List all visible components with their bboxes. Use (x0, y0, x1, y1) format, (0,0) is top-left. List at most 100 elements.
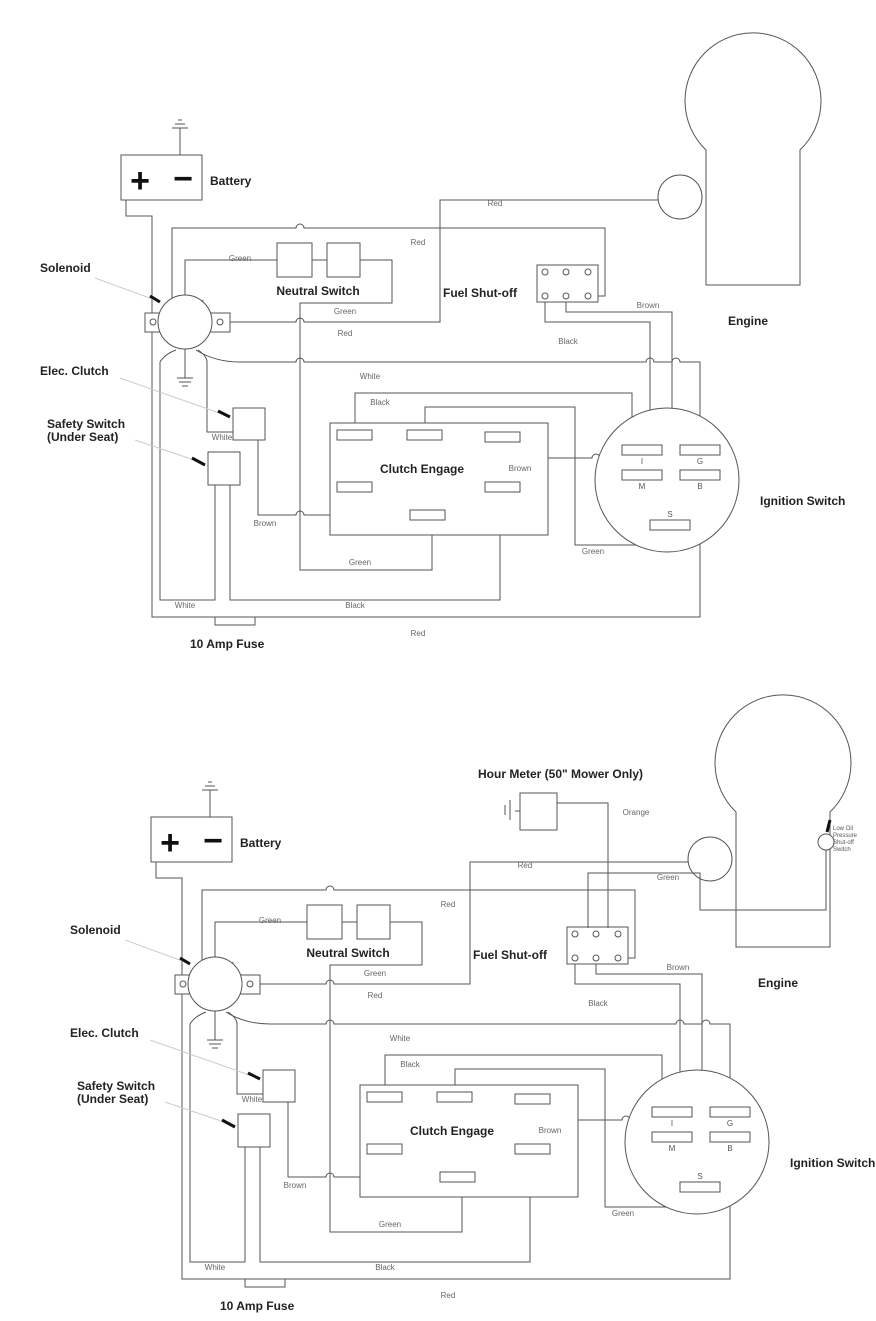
wire-color-label: Green (334, 307, 356, 316)
battery-ground-icon (202, 781, 218, 817)
fuel-shutoff-terminal (592, 954, 600, 962)
wire-color-label: Red (441, 900, 456, 909)
neutral-switch-label: Neutral Switch (276, 284, 359, 298)
red-wire-solenoid-fuel-shutoff (201, 885, 636, 962)
solenoid (157, 294, 213, 350)
ignition-terminal-label: S (667, 510, 672, 519)
ignition-terminal (621, 469, 663, 481)
wire-color-label: Brown (539, 1126, 562, 1135)
wire-color-label: Red (411, 238, 426, 247)
wire-color-label: White (205, 1263, 226, 1272)
neutral-switch-box-2 (326, 242, 361, 278)
ignition-terminal-label: I (671, 1119, 673, 1128)
red-wire-starter (252, 861, 688, 985)
ignition-terminal-label: B (727, 1144, 732, 1153)
safety-switch-label: Safety Switch (77, 1079, 155, 1093)
clutch-engage-terminal (336, 481, 373, 493)
ignition-terminal (679, 444, 721, 456)
ignition-terminal-label: M (639, 482, 646, 491)
elec-clutch (262, 1069, 296, 1103)
elec-clutch (232, 407, 266, 441)
red-wire-starter (222, 199, 658, 323)
fuse-label: 10 Amp Fuse (190, 637, 265, 651)
elec-clutch-leader (149, 1039, 256, 1078)
red-wire-solenoid-fuel-shutoff (171, 223, 606, 300)
low-oil-switch-label: Switch (833, 847, 851, 853)
battery (150, 816, 233, 863)
solenoid-label: Solenoid (40, 261, 91, 275)
white-wire-safety-switch (189, 1011, 246, 1263)
wire-color-label: Red (368, 991, 383, 1000)
hour-meter (519, 792, 558, 831)
fuel-shutoff-terminal (541, 292, 549, 300)
starter-motor (657, 174, 703, 220)
black-wire-safety-switch (229, 485, 501, 601)
fuel-shutoff-terminal (584, 268, 592, 276)
hour-meter-ground-icon (504, 800, 520, 820)
hour-meter-label: Hour Meter (50" Mower Only) (478, 767, 643, 781)
wire-color-label: Red (411, 629, 426, 638)
wire-color-label: Green (657, 873, 679, 882)
safety-switch-label-sub: (Under Seat) (47, 430, 118, 444)
fuel-shutoff-terminal (584, 292, 592, 300)
low-oil-switch-label: Low Oil (833, 826, 853, 832)
clutch-engage-terminal (406, 429, 443, 441)
clutch-engage-terminal (366, 1091, 403, 1103)
fuel-shutoff-terminal (562, 268, 570, 276)
solenoid-terminal-left (149, 318, 157, 326)
arrow-icon (179, 956, 191, 966)
fuel-shutoff-terminal (541, 268, 549, 276)
clutch-engage-label: Clutch Engage (380, 462, 464, 476)
wire-color-label: Black (345, 601, 366, 610)
engine-label: Engine (728, 314, 768, 328)
wire-color-label: Black (375, 1263, 396, 1272)
black-wire-safety-switch (259, 1147, 531, 1263)
battery-ground-icon (172, 119, 188, 155)
green-wire-neutral-switch (184, 259, 433, 571)
low-oil-pressure-switch (817, 833, 835, 851)
wire-color-label: Black (558, 337, 579, 346)
clutch-engage-terminal (409, 509, 446, 521)
fuse (214, 617, 256, 626)
wire-color-label: Green (364, 969, 386, 978)
wire-color-label: Green (582, 547, 604, 556)
wire-color-label: Green (259, 916, 281, 925)
arrow-icon (217, 409, 231, 419)
wire-color-label: White (360, 372, 381, 381)
ignition-terminal (679, 469, 721, 481)
battery-label: Battery (210, 174, 252, 188)
clutch-engage-terminal (439, 1171, 476, 1183)
battery-plus-sign: + (160, 824, 180, 862)
arrow-icon (221, 1118, 236, 1129)
red-wire-battery-ignition-b (125, 200, 701, 618)
clutch-engage-terminal (484, 481, 521, 493)
solenoid-leader (124, 939, 186, 963)
safety-switch-label-sub: (Under Seat) (77, 1092, 148, 1106)
clutch-engage-terminal (336, 429, 373, 441)
brown-wire-elec-clutch (287, 1102, 383, 1178)
clutch-engage-terminal (514, 1093, 551, 1105)
low-oil-switch-label: Shut-off (833, 840, 854, 846)
wire-color-label: White (175, 601, 196, 610)
ignition-terminal (651, 1131, 693, 1143)
wire-color-label: Brown (509, 464, 532, 473)
ignition-terminal-label: B (697, 482, 702, 491)
brown-wire-elec-clutch (257, 440, 353, 516)
wire-color-label: Red (441, 1291, 456, 1300)
neutral-switch-label: Neutral Switch (306, 946, 389, 960)
fuel-shutoff-terminal (571, 954, 579, 962)
clutch-engage-terminal (366, 1143, 403, 1155)
ignition-terminal (621, 444, 663, 456)
engine-label: Engine (758, 976, 798, 990)
ignition-terminal-label: S (697, 1172, 702, 1181)
safety-switch (207, 451, 241, 486)
battery (120, 154, 203, 201)
wire-color-label: Black (370, 398, 391, 407)
low-oil-switch-label: Pressure (833, 833, 858, 839)
wire-color-label: Brown (667, 963, 690, 972)
elec-clutch-label: Elec. Clutch (40, 364, 109, 378)
